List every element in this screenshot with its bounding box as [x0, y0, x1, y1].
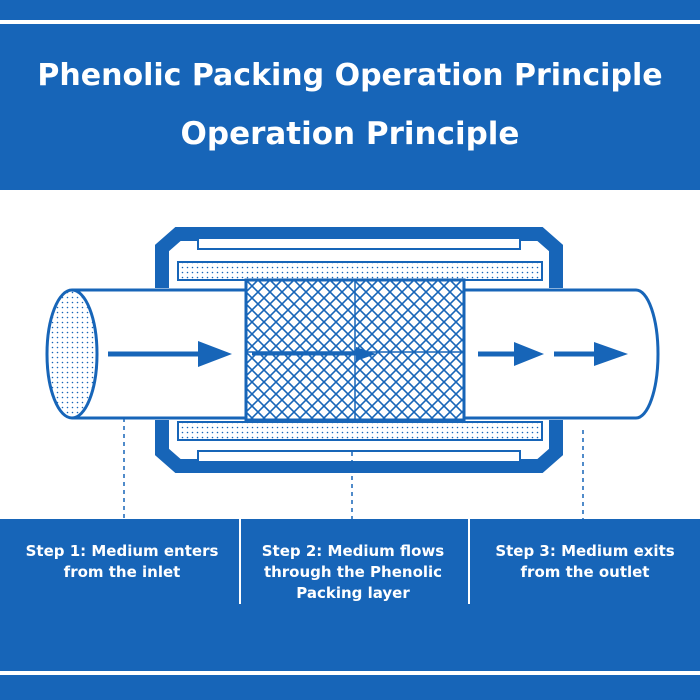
- step-divider: [239, 519, 241, 604]
- inlet-arrow: [108, 341, 232, 367]
- inlet-opening: [45, 288, 99, 420]
- step-divider: [468, 519, 470, 604]
- step-3-text: Step 3: Medium exits from the outlet: [495, 542, 675, 581]
- steps-footer: Step 1: Medium enters from the inlet Ste…: [0, 519, 700, 700]
- page-title: Phenolic Packing Operation Principle: [37, 58, 663, 93]
- packing-arrow: [252, 347, 376, 361]
- dotted-liner: [177, 261, 543, 441]
- header-banner: Phenolic Packing Operation Principle Ope…: [0, 0, 700, 190]
- header-top-stripe: [0, 20, 700, 24]
- housing-frame: [155, 227, 563, 473]
- leader-lines: [123, 418, 584, 520]
- packing-diagram: [45, 227, 660, 520]
- page-subtitle: Operation Principle: [180, 116, 520, 152]
- outlet-arrow-2: [554, 342, 628, 366]
- phenolic-packing-layer: [244, 278, 466, 422]
- step-1-text: Step 1: Medium enters from the inlet: [25, 542, 219, 581]
- footer-bottom-stripe: [0, 671, 700, 675]
- step-2-text: Step 2: Medium flows through the Phenoli…: [261, 542, 445, 602]
- outlet-arrow-1: [478, 342, 544, 366]
- flow-arrows: [108, 341, 628, 367]
